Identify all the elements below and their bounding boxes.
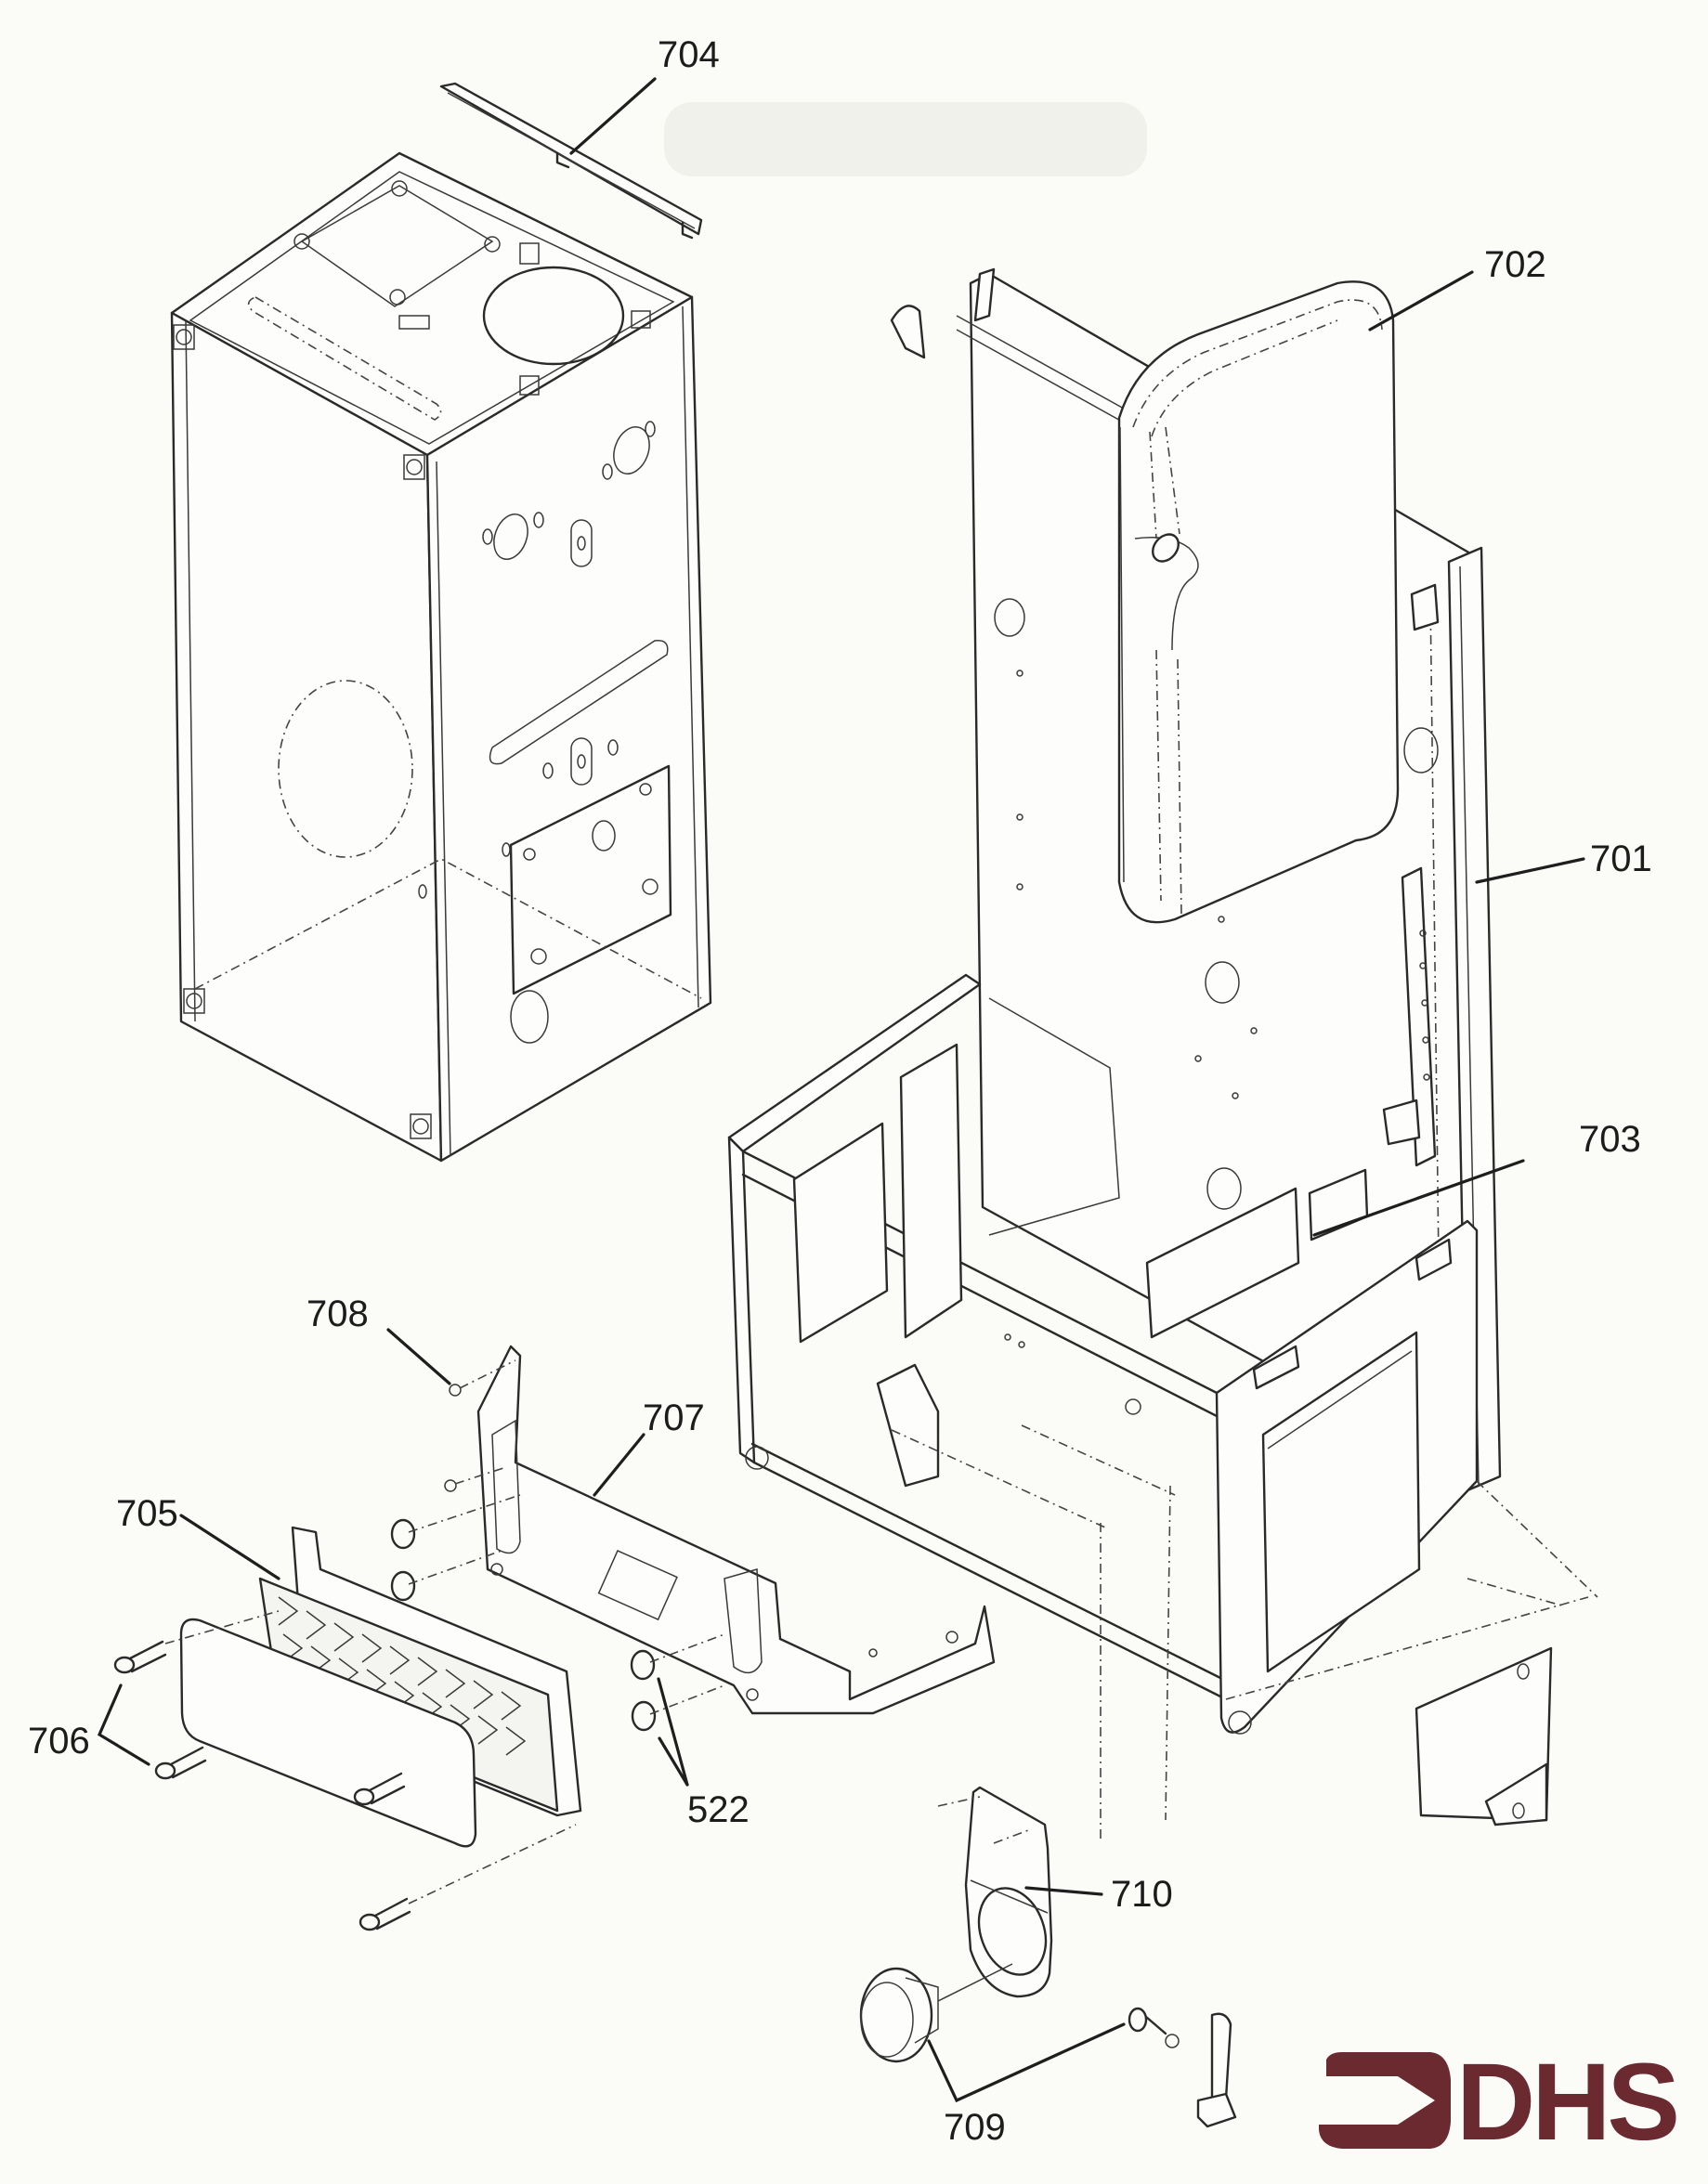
part-709-pressure-gauge xyxy=(859,1963,1237,2128)
screw-icon xyxy=(113,1640,167,1674)
label-701: 701 xyxy=(1590,838,1652,879)
label-709: 709 xyxy=(944,2107,1006,2148)
chassis-frame xyxy=(727,973,1598,1839)
label-522: 522 xyxy=(687,1789,750,1830)
label-710: 710 xyxy=(1111,1874,1173,1915)
gauge-fitting xyxy=(1128,2007,1180,2048)
part-labels: 704 702 701 703 708 707 705 706 522 710 … xyxy=(28,34,1652,2148)
part-522-o-rings xyxy=(390,1494,725,1787)
label-703: 703 xyxy=(1579,1119,1641,1160)
side-bracket xyxy=(1415,1646,1553,1826)
part-705-heat-exchanger xyxy=(179,1514,582,1848)
screw-icon xyxy=(353,1772,406,1806)
arrow-icon xyxy=(1319,2052,1451,2149)
logo-text: DHS xyxy=(1456,2041,1676,2164)
casing-box xyxy=(170,151,712,1163)
part-710-gauge-bracket xyxy=(937,1786,1103,1998)
part-706-screws xyxy=(97,1610,577,1931)
label-708: 708 xyxy=(306,1294,369,1334)
screw-icon xyxy=(154,1746,207,1780)
label-704: 704 xyxy=(658,34,720,75)
label-705: 705 xyxy=(116,1493,178,1534)
screw-icon xyxy=(359,1897,411,1931)
part-704-top-rail xyxy=(439,82,703,240)
heat-exchanger-chevrons xyxy=(278,1596,527,1756)
label-706: 706 xyxy=(28,1721,90,1762)
scan-smudge xyxy=(664,102,1147,176)
dhs-logo: DHS xyxy=(1319,2041,1680,2164)
part-702-expansion-vessel xyxy=(1117,270,1474,924)
label-702: 702 xyxy=(1484,244,1546,285)
part-707-mounting-plate xyxy=(476,1345,996,1715)
label-707: 707 xyxy=(643,1398,705,1438)
part-708-screws xyxy=(386,1328,958,1644)
